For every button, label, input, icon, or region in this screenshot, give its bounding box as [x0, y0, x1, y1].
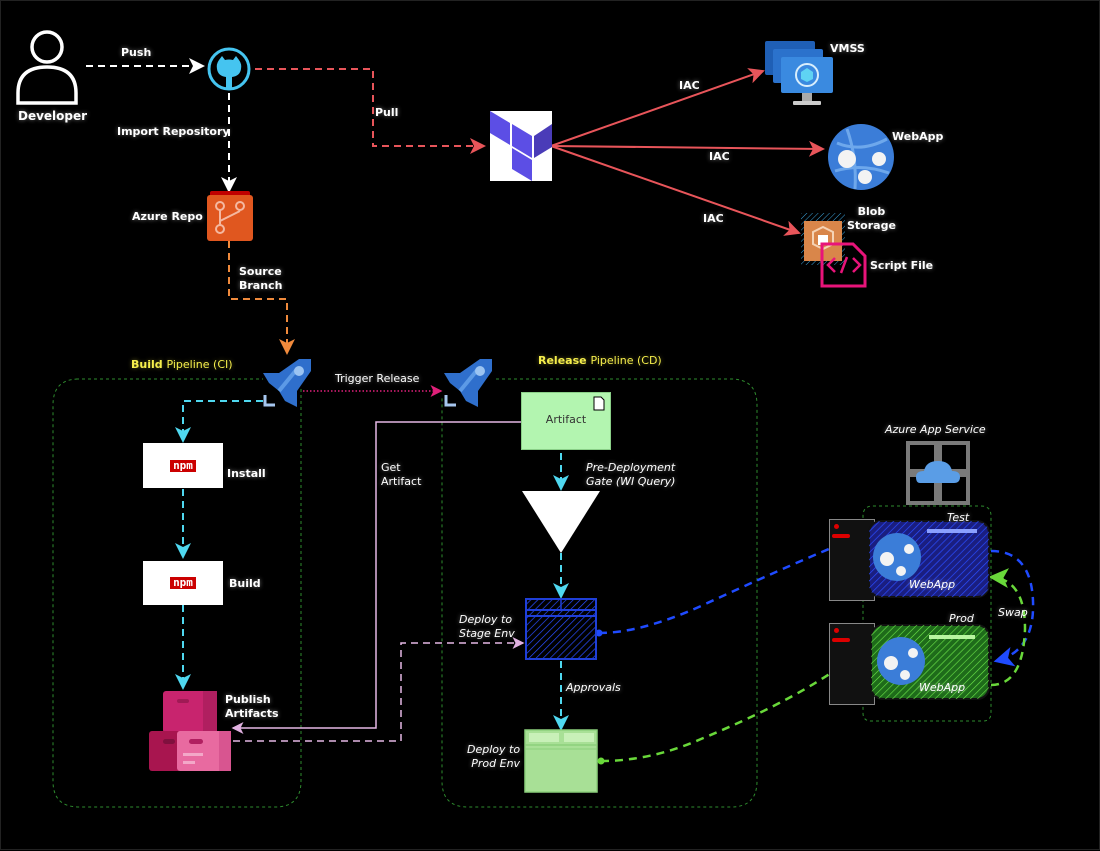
build-title-bold: Build — [131, 358, 163, 371]
iac-webapp-label: IAC — [709, 150, 730, 163]
azure-repo-icon — [207, 191, 253, 241]
webapp-globe-icon — [828, 124, 894, 190]
install-label: Install — [227, 467, 266, 480]
release-pipeline-title: Release Pipeline (CD) — [538, 354, 662, 368]
test-slot-screenshot-thumbnail — [829, 519, 875, 601]
prod-connector-dot — [597, 757, 605, 765]
npm-logo-icon: npm — [170, 577, 196, 589]
terraform-icon — [490, 111, 552, 181]
npm-build-box: npm — [143, 561, 223, 605]
npm-install-box: npm — [143, 443, 223, 488]
push-label: Push — [121, 46, 152, 59]
edge-pull — [255, 68, 486, 154]
edge-prod-to-prod-slot — [600, 671, 832, 763]
gate-funnel-icon — [522, 491, 600, 553]
test-slot-label: Test — [947, 511, 970, 524]
prod-slot-label: Prod — [949, 612, 974, 625]
source-branch-label: Source Branch — [239, 265, 283, 292]
edge-iac-blob — [550, 145, 801, 236]
edge-publish-to-stage — [233, 637, 525, 742]
edge-get-artifact — [231, 421, 521, 734]
build-pipeline-rocket-icon — [263, 359, 311, 407]
publish-artifacts-label: Publish Artifacts — [225, 693, 279, 720]
azure-repo-label: Azure Repo — [132, 210, 203, 223]
deploy-prod-box — [524, 729, 598, 793]
script-file-label: Script File — [870, 259, 934, 272]
pull-label: Pull — [375, 106, 399, 119]
script-file-icon — [820, 242, 867, 288]
document-icon — [593, 396, 605, 411]
prod-webapp-label: WebApp — [919, 681, 966, 694]
edge-iac-vmss — [550, 68, 765, 147]
webapp-label: WebApp — [892, 130, 944, 143]
release-pipeline-group — [441, 378, 758, 808]
github-icon — [207, 47, 251, 91]
stage-connector-dot — [595, 629, 603, 637]
npm-logo-icon: npm — [170, 459, 196, 472]
swap-label: Swap — [998, 606, 1028, 619]
developer-label: Developer — [18, 109, 88, 123]
edge-iac-webapp — [550, 140, 825, 157]
pre-deployment-gate-label: Pre-Deployment Gate (WI Query) — [586, 461, 676, 488]
release-pipeline-rocket-icon — [444, 359, 492, 407]
release-title-bold: Release — [538, 354, 587, 367]
trigger-release-label: Trigger Release — [335, 372, 420, 385]
edge-source-branch — [228, 241, 295, 355]
test-webapp-label: WebApp — [909, 578, 956, 591]
get-artifact-label: Get Artifact — [381, 461, 422, 488]
app-service-label: Azure App Service — [885, 423, 986, 436]
artifact-label: Artifact — [545, 413, 587, 426]
test-slot-box — [868, 520, 990, 598]
prod-slot-box — [870, 624, 990, 700]
developer-user-icon — [16, 30, 78, 105]
prod-slot-screenshot-thumbnail — [829, 623, 875, 705]
approvals-label: Approvals — [566, 681, 621, 694]
blob-storage-label: Blob Storage — [847, 205, 896, 232]
iac-vmss-label: IAC — [679, 79, 700, 92]
blob-storage-icon — [801, 213, 845, 265]
build-title-rest: Pipeline (CI) — [166, 358, 233, 371]
deploy-prod-label: Deploy to Prod Env — [467, 743, 521, 770]
edge-swap-prod-to-test — [988, 568, 1027, 687]
iac-blob-label: IAC — [703, 212, 724, 225]
edge-swap-test-to-prod — [990, 549, 1035, 667]
build-pipeline-title: Build Pipeline (CI) — [131, 358, 233, 372]
edge-stage-to-test-slot — [598, 535, 872, 635]
edge-build-to-install — [175, 400, 263, 443]
vmss-label: VMSS — [830, 42, 865, 55]
build-pipeline-group — [52, 378, 302, 808]
publish-artifacts-icon — [149, 691, 231, 771]
import-repository-label: Import Repository — [117, 125, 230, 138]
artifact-box: Artifact — [521, 392, 611, 450]
build-label: Build — [229, 577, 261, 590]
app-service-icon — [906, 441, 970, 505]
deploy-stage-label: Deploy to Stage Env — [459, 613, 515, 640]
release-title-rest: Pipeline (CD) — [590, 354, 662, 367]
deploy-stage-box — [525, 598, 597, 660]
vmss-icon — [765, 41, 833, 105]
